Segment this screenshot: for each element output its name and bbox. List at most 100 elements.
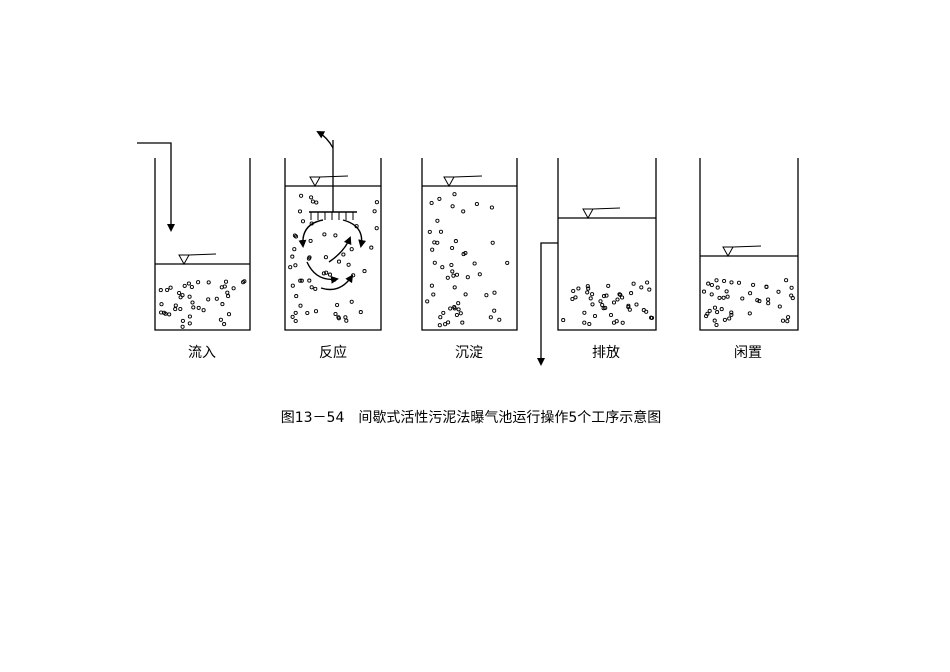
sludge-particle [601,306,606,311]
sludge-particle [358,310,363,315]
sludge-particle [222,284,227,289]
sludge-particle [427,229,432,234]
sludge-particle [586,286,591,291]
sludge-particle [441,310,446,315]
sludge-particle [206,280,211,285]
stage-label-draw: 排放 [592,345,620,361]
sludge-particle [310,199,315,204]
stage-label-settle: 沉淀 [455,345,483,361]
sludge-particle [300,219,306,224]
sludge-particle [196,280,201,285]
sludge-particle [626,303,631,308]
sludge-particle [173,307,178,312]
figure-caption: 图13－54 间歇式活性污泥法曝气池运行操作5个工序示意图 [281,409,662,426]
sludge-particle [180,324,185,329]
outflow-pipe-arrow [537,242,558,366]
sludge-particle [714,322,719,328]
stage-label-idle: 闲置 [734,345,762,361]
sludge-particle [292,233,297,238]
sludge-particle [299,193,304,198]
sludge-particle [346,262,351,267]
sludge-particle [161,310,167,315]
sludge-particle [313,286,318,291]
sludge-particle [322,232,327,237]
sludge-particles [158,279,247,329]
sludge-particle [492,308,497,313]
sludge-particle [201,308,206,313]
sludge-particle [429,200,434,206]
sludge-particle [226,312,232,317]
sludge-particle [431,292,436,297]
sludge-particle [639,285,644,290]
sludge-particle [724,289,729,294]
sludge-particle [293,310,298,315]
sludge-particle [590,302,595,307]
sludge-particle [432,260,437,265]
sludge-particle [729,280,734,285]
sludge-particle [740,296,745,301]
sludge-particle [290,254,295,259]
sludge-particle [715,310,720,315]
sludge-particle [196,305,201,310]
sludge-particle [722,317,727,322]
sludge-particle [585,290,590,295]
sludge-particle [463,292,468,297]
sludge-particle [709,282,714,288]
sludge-particle [456,307,461,312]
sludge-particle [187,294,192,299]
sludge-particle [448,306,453,311]
sludge-particle [327,272,333,277]
sludge-particle [611,320,617,325]
sludge-particle [747,311,752,316]
sludge-particle [297,209,303,214]
sludge-particle [701,289,707,294]
sludge-particle [477,272,482,277]
sludge-particle [490,240,495,245]
sludge-particle [452,192,457,197]
sludge-particle [435,240,440,245]
sludge-particle [463,250,468,256]
air-exhaust-arrow [316,131,334,149]
sludge-particle [191,305,196,310]
sludge-particles [561,280,655,327]
sludge-particle [445,275,450,280]
sludge-particle [336,316,341,321]
tank-outline [154,158,251,331]
sludge-particle [438,315,443,320]
sludge-particles [701,278,795,328]
sludge-particle [460,320,465,325]
sludge-particle [714,278,719,283]
sludge-particle [748,291,753,296]
sludge-particle [335,302,340,308]
sludge-particle [598,299,603,304]
sludge-particle [456,301,461,306]
sludge-particle [505,260,510,265]
sludge-particle [458,311,463,316]
stage-label-fill: 流入 [188,345,216,361]
sludge-particle [313,309,319,314]
sludge-particle [223,279,229,284]
sludge-particle [220,302,225,307]
water-level-symbol [722,245,762,258]
sludge-particle [789,285,794,290]
sludge-particle [349,247,354,252]
sludge-particle [721,295,726,300]
sludge-particle [306,256,311,261]
sludge-particle [472,261,477,266]
sludge-particle [168,285,173,290]
sludge-particle [571,288,576,294]
tank-react: 反应 [284,131,382,361]
sludge-particle [454,312,459,318]
tank-draw: 排放 [537,158,657,366]
sludge-particle [290,283,295,288]
sludge-particle [573,295,578,300]
stage-label-react: 反应 [319,344,347,361]
sludge-particle [298,278,303,283]
sludge-particle [717,295,722,300]
sludge-particle [755,298,760,303]
sludge-particle [314,200,319,205]
sludge-particle [186,281,191,286]
sludge-particle [786,315,791,320]
sludge-particle [488,315,493,320]
sludge-particle [178,295,183,300]
